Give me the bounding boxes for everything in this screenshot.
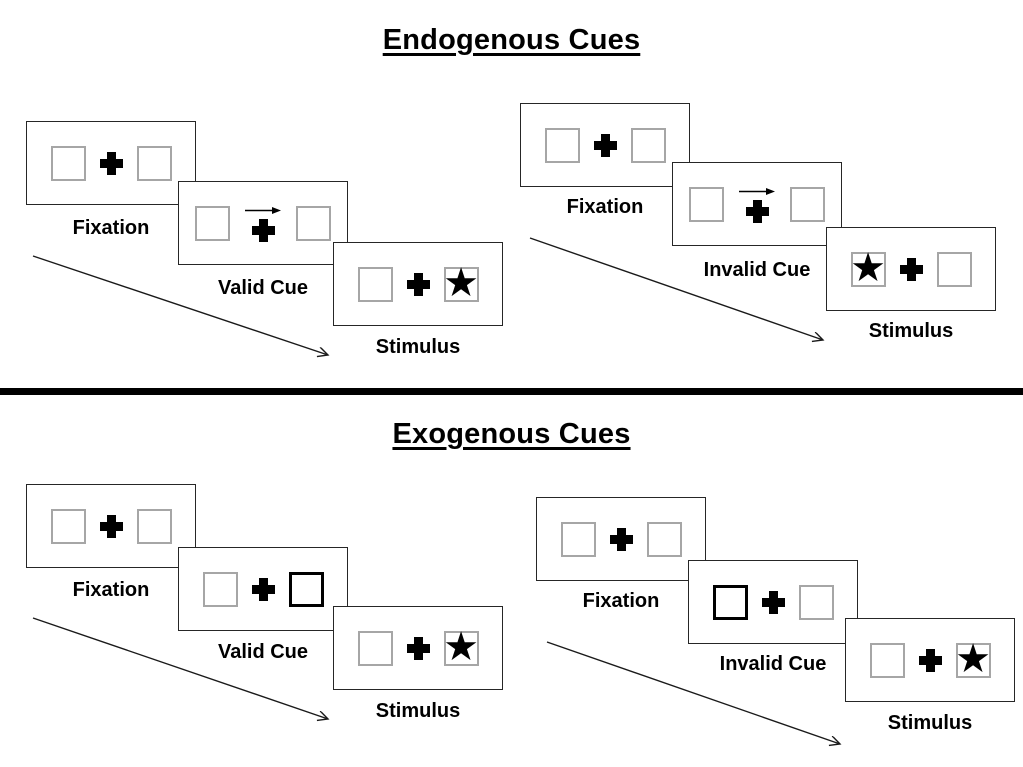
target-box-right: ★ — [443, 260, 479, 305]
placeholder-box-left — [195, 205, 230, 241]
cue-arrow-right-icon — [739, 187, 775, 195]
placeholder-box-left — [560, 521, 596, 557]
stimulus-label: Stimulus — [375, 336, 461, 358]
time-arrow-exogenous-valid — [32, 617, 328, 719]
fixation-panel — [26, 484, 196, 568]
time-arrow-endogenous-invalid — [529, 237, 823, 340]
placeholder-box-right — [630, 127, 666, 163]
fixation-label: Fixation — [72, 579, 150, 601]
stimulus-label: Stimulus — [887, 712, 973, 734]
placeholder-box-right — [136, 145, 172, 181]
fixation-cross-icon — [406, 636, 430, 660]
stimulus-panel: ★ — [845, 618, 1015, 702]
valid-cue-label: Valid Cue — [217, 277, 309, 299]
fixation-cross-icon — [761, 590, 785, 614]
section-divider — [0, 388, 1023, 395]
stimulus-label: Stimulus — [868, 320, 954, 342]
fixation-cross-icon — [593, 133, 617, 157]
placeholder-box-right — [296, 205, 331, 241]
placeholder-box-left — [50, 508, 86, 544]
stimulus-label: Stimulus — [375, 700, 461, 722]
star-stimulus-icon: ★ — [955, 636, 991, 681]
star-stimulus-icon: ★ — [443, 260, 479, 305]
fixation-label: Fixation — [72, 217, 150, 239]
invalid-cue-label: Invalid Cue — [719, 653, 827, 675]
invalid-cue-panel — [688, 560, 858, 644]
target-box-left: ★ — [850, 245, 886, 290]
endogenous-section-title: Endogenous Cues — [382, 24, 641, 56]
fixation-panel — [520, 103, 690, 187]
fixation-panel — [26, 121, 196, 205]
invalid-cue-label: Invalid Cue — [703, 259, 811, 281]
valid-cue-panel — [178, 547, 348, 631]
fixation-cross-icon — [406, 272, 430, 296]
placeholder-box-left — [689, 186, 724, 222]
fixation-cross-icon — [251, 218, 275, 242]
invalid-cue-panel — [672, 162, 842, 246]
cue-arrow-right-icon — [245, 206, 281, 214]
placeholder-box-left — [202, 571, 238, 607]
cue-highlight-box-left — [712, 584, 748, 620]
fixation-cross-icon — [609, 527, 633, 551]
placeholder-box-left — [869, 642, 905, 678]
placeholder-box-right — [790, 186, 825, 222]
placeholder-box-right — [136, 508, 172, 544]
valid-cue-label: Valid Cue — [217, 641, 309, 663]
fixation-cross-icon — [745, 199, 769, 223]
placeholder-box-left — [357, 266, 393, 302]
stimulus-panel: ★ — [826, 227, 996, 311]
valid-cue-panel — [178, 181, 348, 265]
fixation-cross-icon — [99, 151, 123, 175]
placeholder-box-right — [936, 251, 972, 287]
time-arrow-endogenous-valid — [32, 255, 328, 355]
placeholder-box-right — [646, 521, 682, 557]
placeholder-box-left — [544, 127, 580, 163]
fixation-cross-icon — [251, 577, 275, 601]
star-stimulus-icon: ★ — [443, 624, 479, 669]
placeholder-box-right — [798, 584, 834, 620]
fixation-cross-icon — [99, 514, 123, 538]
placeholder-box-left — [50, 145, 86, 181]
fixation-cross-icon — [899, 257, 923, 281]
target-box-right: ★ — [955, 636, 991, 681]
fixation-label: Fixation — [566, 196, 644, 218]
stimulus-panel: ★ — [333, 242, 503, 326]
placeholder-box-left — [357, 630, 393, 666]
exogenous-section-title: Exogenous Cues — [392, 418, 631, 450]
target-box-right: ★ — [443, 624, 479, 669]
cue-highlight-box-right — [288, 571, 324, 607]
star-stimulus-icon: ★ — [850, 245, 886, 290]
fixation-cross-icon — [918, 648, 942, 672]
fixation-panel — [536, 497, 706, 581]
fixation-label: Fixation — [582, 590, 660, 612]
stimulus-panel: ★ — [333, 606, 503, 690]
